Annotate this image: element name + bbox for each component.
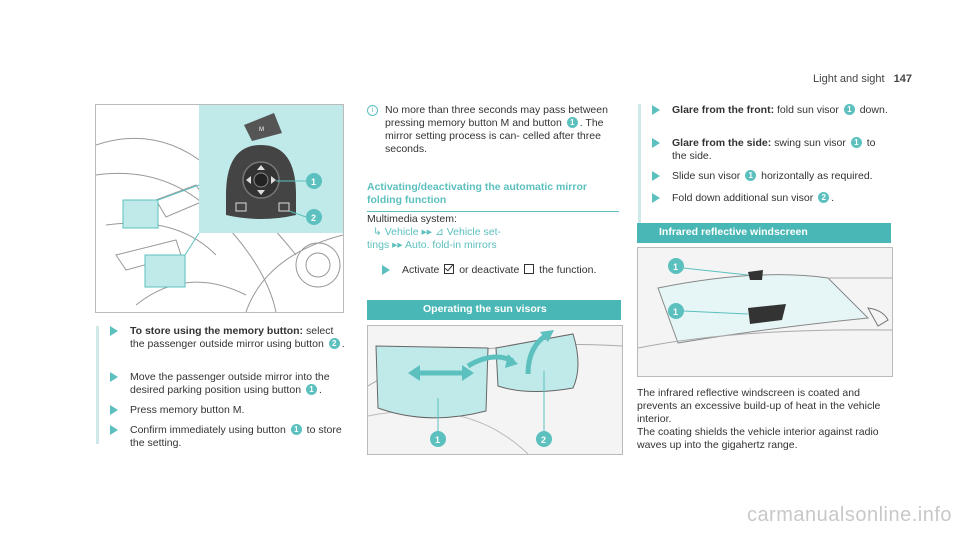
- step-text-mid: or deactivate: [456, 264, 523, 276]
- infrared-text-2: The coating shields the vehicle interior…: [637, 426, 879, 451]
- banner-infrared: Infrared reflective windscreen: [637, 223, 891, 243]
- step-tail: .: [831, 192, 835, 204]
- step-text: select the passenger outside mirror usin…: [130, 325, 334, 350]
- callout-1: 1: [435, 435, 440, 445]
- step-arrow-icon: [652, 193, 660, 203]
- step-bold: Glare from the front:: [672, 104, 775, 116]
- section-name: Light and sight: [813, 73, 885, 85]
- step-bar: [638, 104, 641, 224]
- checkbox-checked-icon: [444, 264, 455, 274]
- banner-text: Operating the sun visors: [423, 303, 547, 315]
- menu-vehicle-settings-cont: tings: [367, 239, 390, 251]
- step-text: Confirm immediately using button: [130, 424, 289, 436]
- step-text: Activate: [402, 264, 443, 276]
- step-text: Slide sun visor: [672, 170, 744, 182]
- step-arrow-icon: [110, 326, 118, 336]
- section-title: Activating/deactivating the automatic mi…: [367, 181, 619, 212]
- step-text-end: the function.: [536, 264, 597, 276]
- step-tail: down.: [856, 104, 888, 116]
- step-arrow-icon: [110, 372, 118, 382]
- step-bold: Glare from the side:: [672, 137, 772, 149]
- step-text: fold sun visor: [774, 104, 842, 116]
- step-glare-front: Glare from the front: fold sun visor 1 d…: [652, 104, 892, 117]
- callout-badge: 1: [850, 137, 862, 148]
- watermark: carmanualsonline.info: [746, 504, 952, 526]
- banner-sun-visors: Operating the sun visors: [367, 300, 621, 320]
- step-arrow-icon: [652, 138, 660, 148]
- page-header: Light and sight 147: [813, 73, 912, 85]
- car-icon: ⊿: [434, 226, 444, 238]
- return-arrow-icon: ↳: [373, 226, 382, 238]
- callout-1: 1: [311, 177, 316, 187]
- step-slide-visor: Slide sun visor 1 horizontally as requir…: [652, 170, 892, 183]
- menu-vehicle: Vehicle: [384, 226, 419, 238]
- note-block: i No more than three seconds may pass be…: [367, 104, 627, 156]
- callout-2: 2: [311, 213, 316, 223]
- step-tail: .: [341, 338, 345, 350]
- callout-badge: 1: [843, 104, 855, 115]
- callout-badge: 1: [745, 170, 757, 181]
- step-bold: To store using the memory button:: [130, 325, 304, 337]
- callout-badge: 1: [305, 384, 317, 395]
- step-tail: to store the setting.: [130, 424, 342, 449]
- step-fold-additional: Fold down additional sun visor 2.: [652, 192, 892, 205]
- step-glare-side: Glare from the side: swing sun visor 1 t…: [652, 137, 892, 163]
- mirror-control-figure: M 1 2: [95, 104, 344, 313]
- menu-vehicle-settings: Vehicle set-: [446, 226, 501, 238]
- step-store-memory: To store using the memory button: select…: [110, 325, 350, 351]
- page-number: 147: [893, 73, 912, 85]
- step-bar: [96, 326, 99, 444]
- info-icon: i: [367, 105, 378, 116]
- callout-badge: 1: [566, 117, 578, 128]
- multimedia-path: Multimedia system: ↳ Vehicle ▸▸ ⊿ Vehicl…: [367, 213, 622, 252]
- step-arrow-icon: [382, 265, 390, 275]
- menu-auto-fold: Auto. fold-in mirrors: [405, 239, 497, 251]
- callout-1: 1: [673, 262, 678, 272]
- step-arrow-icon: [110, 405, 118, 415]
- windscreen-figure: 1 1: [637, 247, 893, 377]
- step-move-mirror: Move the passenger outside mirror into t…: [110, 371, 350, 397]
- step-confirm: Confirm immediately using button 1 to st…: [110, 424, 350, 450]
- multimedia-label: Multimedia system:: [367, 213, 457, 225]
- double-chevron-icon: ▸▸: [392, 239, 405, 251]
- note-text-end: . The mirror setting process is can- cel…: [385, 117, 604, 155]
- checkbox-empty-icon: [524, 264, 535, 274]
- infrared-text-1: The infrared reflective windscreen is co…: [637, 387, 881, 425]
- step-arrow-icon: [652, 105, 660, 115]
- step-press-memory: Press memory button M.: [110, 404, 350, 417]
- double-chevron-icon: ▸▸: [421, 226, 435, 238]
- note-text: No more than three seconds may pass betw…: [385, 104, 608, 129]
- step-text: Fold down additional sun visor: [672, 192, 817, 204]
- callout-badge: 2: [328, 338, 340, 349]
- callout-2: 2: [541, 435, 546, 445]
- callout-badge: 2: [818, 192, 830, 203]
- sun-visor-figure: 1 2: [367, 325, 623, 455]
- step-text: Move the passenger outside mirror into t…: [130, 371, 330, 396]
- step-tail: .: [318, 384, 322, 396]
- banner-text: Infrared reflective windscreen: [659, 226, 808, 238]
- m-button-label: M: [259, 127, 264, 133]
- step-tail: to the side.: [672, 137, 876, 162]
- callout-1b: 1: [673, 307, 678, 317]
- step-tail: horizontally as required.: [758, 170, 873, 182]
- step-arrow-icon: [110, 425, 118, 435]
- callout-badge: 1: [290, 424, 302, 435]
- infrared-description: The infrared reflective windscreen is co…: [637, 387, 892, 452]
- step-text: swing sun visor: [771, 137, 849, 149]
- step-text: Press memory button M.: [130, 404, 245, 416]
- step-activate: Activate or deactivate the function.: [382, 264, 622, 277]
- step-arrow-icon: [652, 171, 660, 181]
